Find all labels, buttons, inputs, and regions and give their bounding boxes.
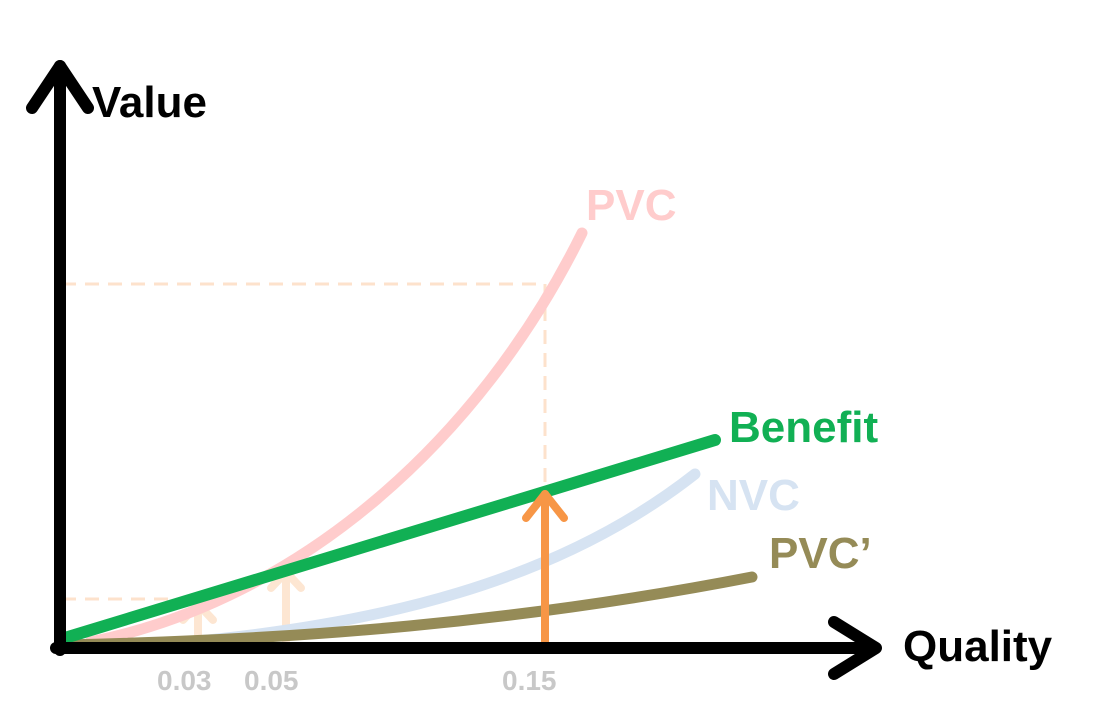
benefit-arrow-015 — [522, 490, 568, 652]
y-axis-arrowhead — [26, 60, 94, 114]
tick-label-015: 0.15 — [502, 665, 557, 696]
benefit-line — [62, 434, 721, 643]
tick-label-003: 0.03 — [157, 665, 212, 696]
pvc-prime-label: PVC’ — [769, 529, 872, 578]
nvc-label: NVC — [707, 471, 800, 520]
benefit-label: Benefit — [729, 403, 878, 452]
x-axis-label: Quality — [903, 622, 1053, 671]
axes — [26, 60, 882, 680]
y-axis-label: Value — [92, 78, 207, 127]
pvc-label: PVC — [586, 181, 676, 230]
guide-lines — [62, 282, 547, 601]
pvc-curve — [84, 227, 588, 648]
tick-label-005: 0.05 — [244, 665, 299, 696]
x-axis-arrowhead — [828, 616, 882, 680]
